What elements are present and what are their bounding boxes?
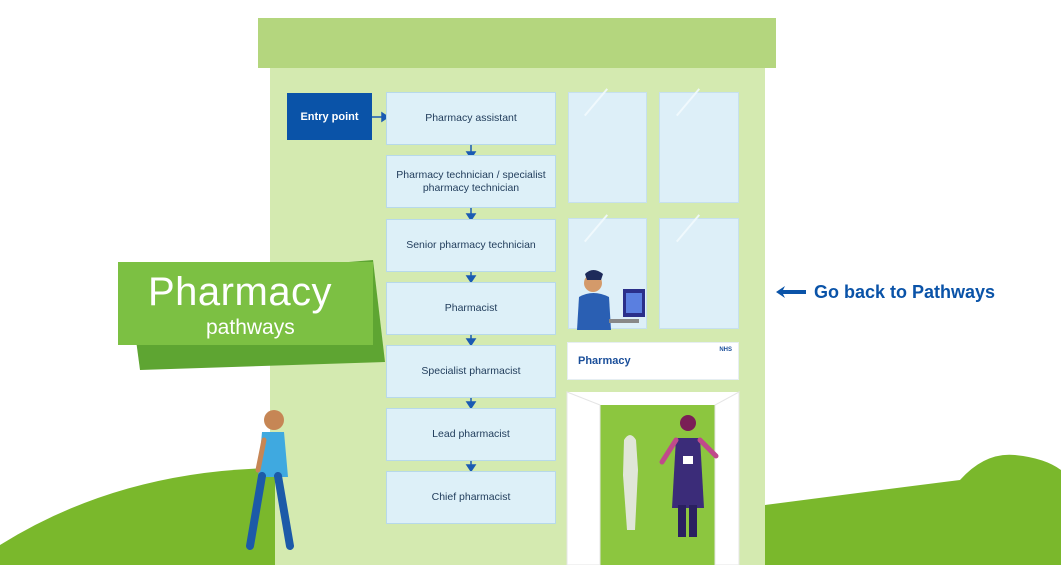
- pathway-step-specialist-pharmacist[interactable]: Specialist pharmacist: [386, 345, 556, 398]
- building-roof: [258, 18, 776, 68]
- window: [568, 92, 647, 203]
- pharmacy-sign: Pharmacy NHS: [567, 342, 739, 380]
- banner-subtitle: pathways: [206, 316, 295, 339]
- nhs-logo: NHS: [719, 347, 732, 353]
- pharmacy-sign-label: Pharmacy: [578, 355, 631, 367]
- pathway-step-lead-pharmacist[interactable]: Lead pharmacist: [386, 408, 556, 461]
- back-arrow-icon: [776, 286, 806, 298]
- technician-at-computer-figure: [577, 270, 645, 330]
- pathway-step-pharmacist[interactable]: Pharmacist: [386, 282, 556, 335]
- go-back-to-pathways-link[interactable]: Go back to Pathways: [776, 280, 995, 304]
- pathway-step-chief-pharmacist[interactable]: Chief pharmacist: [386, 471, 556, 524]
- walking-man-figure: [246, 410, 294, 550]
- window: [659, 218, 739, 329]
- pharmacist-figure: [659, 415, 719, 537]
- banner-title: Pharmacy: [148, 270, 333, 314]
- entry-point-box: Entry point: [287, 93, 372, 140]
- window-with-technician: [568, 218, 647, 330]
- pathway-step-pharmacy-technician[interactable]: Pharmacy technician / specialist pharmac…: [386, 155, 556, 208]
- pathway-step-senior-pharmacy-technician[interactable]: Senior pharmacy technician: [386, 219, 556, 272]
- go-back-label: Go back to Pathways: [814, 281, 996, 302]
- pathway-step-pharmacy-assistant[interactable]: Pharmacy assistant: [386, 92, 556, 145]
- window: [659, 92, 739, 203]
